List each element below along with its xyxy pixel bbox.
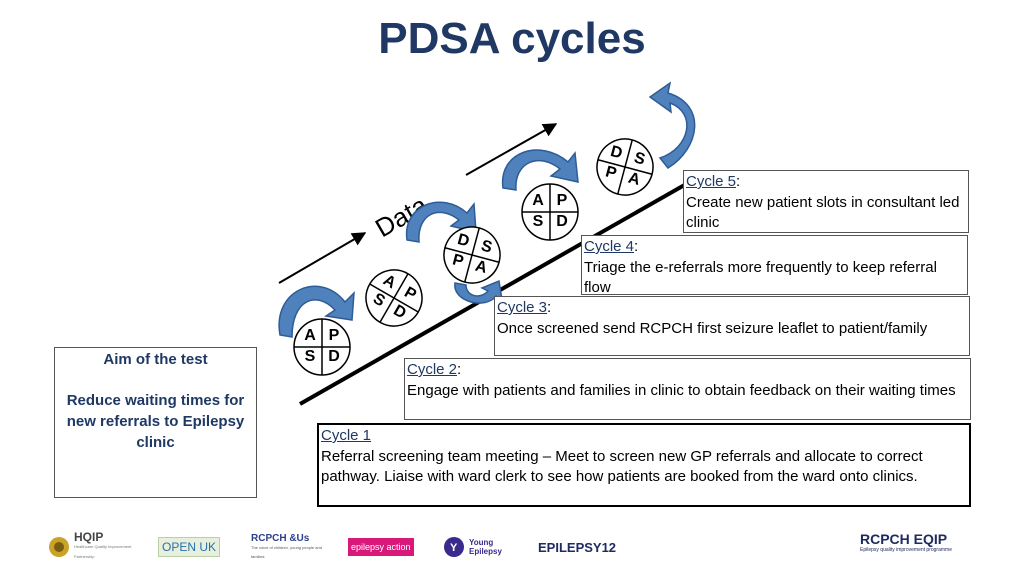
aim-heading: Aim of the test (103, 351, 208, 368)
pdsa-letter: S (632, 149, 647, 168)
aim-text: Reduce waiting times for new referrals t… (66, 392, 245, 451)
logo-hqip: HQIP Healthcare Quality Improvement Part… (48, 531, 134, 560)
pdsa-letter: D (556, 213, 568, 230)
page-title: PDSA cycles (378, 14, 646, 63)
pdsa-letter: A (626, 170, 642, 190)
cycle-box-1: Cycle 1 Referral screening team meeting … (317, 423, 971, 507)
curved-arrow-4 (454, 279, 504, 304)
pdsa-letter: P (557, 192, 568, 209)
cycle-text: Referral screening team meeting – Meet t… (321, 447, 923, 486)
pdsa-letter: A (473, 258, 489, 278)
cycle-box-3: Cycle 3: Once screened send RCPCH first … (494, 296, 970, 356)
logo-rcpch-us: RCPCH &Us The voice of children, young p… (251, 533, 322, 560)
young-epilepsy-emblem-icon: Y (444, 537, 464, 557)
logo-young-epilepsy: Y Young Epilepsy (443, 534, 503, 560)
pdsa-letter: A (304, 327, 316, 344)
curved-arrow-5 (648, 81, 696, 169)
svg-text:Y: Y (450, 542, 458, 554)
cycle-box-4: Cycle 4: Triage the e-referrals more fre… (581, 235, 968, 295)
cycle-text: Engage with patients and families in cli… (407, 381, 956, 399)
pdsa-letter: D (609, 143, 625, 162)
pdsa-letter: D (328, 348, 340, 365)
pdsa-letter: A (532, 192, 544, 209)
curved-arrow-1 (278, 285, 355, 338)
pdsa-letter: S (479, 237, 494, 256)
pdsa-letter: P (329, 327, 340, 344)
logo-epilepsy-action: epilepsy action (348, 534, 414, 560)
cycle-text: Triage the e-referrals more frequently t… (584, 258, 937, 295)
cycle-text: Once screened send RCPCH first seizure l… (497, 319, 928, 337)
aim-box: Aim of the test Reduce waiting times for… (54, 347, 257, 498)
cycle-label: Cycle 5 (686, 173, 737, 190)
data-arrow-lower (278, 232, 367, 284)
cycle-box-5: Cycle 5: Create new patient slots in con… (683, 170, 969, 233)
logo-open-uk: OPEN UK (158, 534, 221, 560)
hqip-emblem-icon (49, 537, 69, 557)
cycle-label: Cycle 2 (407, 361, 458, 378)
cycle-text: Create new patient slots in consultant l… (686, 193, 960, 232)
cycle-box-2: Cycle 2: Engage with patients and famili… (404, 358, 971, 420)
cycle-label: Cycle 1 (321, 427, 372, 444)
pdsa-letter: S (305, 348, 316, 365)
cycle-label: Cycle 4 (584, 238, 635, 255)
curved-arrow-2 (405, 201, 477, 243)
pdsa-letter: P (604, 163, 619, 182)
curved-arrow-3 (502, 149, 579, 191)
logo-rcpch-eqip: RCPCH EQIP Epilepsy quality improvement … (860, 531, 952, 553)
pdsa-letter: S (533, 213, 544, 230)
cycle-label: Cycle 3 (497, 299, 548, 316)
pdsa-letter: P (451, 251, 466, 270)
pdsa-letter: D (456, 231, 472, 250)
logo-epilepsy12: EPILEPSY12 (538, 539, 617, 555)
data-arrow-upper (465, 123, 558, 176)
